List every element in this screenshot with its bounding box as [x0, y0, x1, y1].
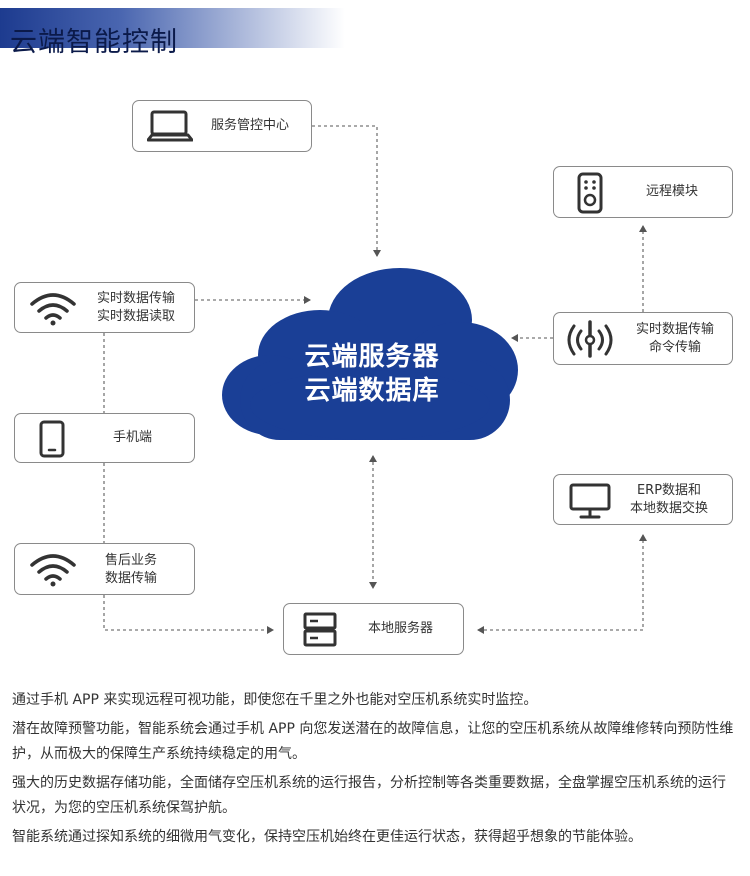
node-erp-exchange: ERP数据和 本地数据交换: [553, 474, 733, 525]
wifi-icon: [30, 554, 76, 587]
erp-label: ERP数据和 本地数据交换: [630, 482, 708, 518]
node-realtime-data: 实时数据传输 实时数据读取: [14, 282, 195, 333]
after-sales-line2: 数据传输: [105, 571, 158, 586]
node-signal-transfer: 实时数据传输 命令传输: [553, 312, 733, 365]
erp-line2: 本地数据交换: [630, 501, 709, 516]
realtime-data-line1: 实时数据传输: [97, 291, 176, 306]
node-remote-module: 远程模块: [553, 166, 733, 218]
node-local-server: 本地服务器: [283, 603, 464, 655]
remote-module-label: 远程模块: [646, 184, 699, 199]
cloud-shape: [222, 268, 518, 440]
paragraph-remote-monitoring: 通过手机 APP 来实现远程可视功能，即使您在千里之外也能对空压机系统实时监控。: [12, 692, 538, 708]
paragraph-history-storage: 强大的历史数据存储功能，全面储存空压机系统的运行报告，分析控制等各类重要数据，全…: [12, 775, 726, 816]
mobile-phone-icon: [39, 420, 65, 458]
after-sales-line1: 售后业务: [105, 553, 158, 568]
node-mobile: 手机端: [14, 413, 195, 463]
server-icon: [303, 612, 337, 647]
cloud-line-database: 云端数据库: [304, 376, 440, 406]
node-after-sales: 售后业务 数据传输: [14, 543, 195, 595]
realtime-data-line2: 实时数据读取: [97, 309, 176, 324]
erp-line1: ERP数据和: [636, 483, 702, 498]
description-section: 通过手机 APP 来实现远程可视功能，即使您在千里之外也能对空压机系统实时监控。…: [12, 688, 738, 854]
signal-broadcast-icon: [567, 320, 613, 358]
cloud-label: 云端服务器 云端数据库: [272, 340, 472, 408]
mobile-label: 手机端: [113, 430, 153, 445]
page-title: 云端智能控制: [10, 27, 178, 58]
signal-transfer-label: 实时数据传输 命令传输: [636, 321, 714, 357]
realtime-data-label: 实时数据传输 实时数据读取: [97, 290, 175, 326]
signal-line2: 命令传输: [649, 340, 702, 355]
after-sales-label: 售后业务 数据传输: [105, 552, 157, 588]
diagram-canvas: [103, 125, 647, 634]
cloud-line-server: 云端服务器: [304, 342, 440, 372]
laptop-icon: [147, 110, 193, 142]
connector-server-erp: [477, 534, 647, 634]
signal-line1: 实时数据传输: [636, 322, 715, 337]
paragraph-fault-warning: 潜在故障预警功能，智能系统会通过手机 APP 向您发送潜在的故障信息，让您的空压…: [12, 721, 734, 762]
service-center-label: 服务管控中心: [211, 118, 290, 133]
paragraph-energy-saving: 智能系统通过探知系统的细微用气变化，保持空压机始终在更佳运行状态，获得超乎想象的…: [12, 829, 642, 845]
header-banner: 云端智能控制: [0, 8, 345, 58]
node-service-center: 服务管控中心: [132, 100, 312, 152]
cloud-control-diagram: 云端服务器 云端数据库 服务管控中心 实时数据传输 实时数据读取 手机端: [14, 100, 733, 655]
connector-aftersales-server: [103, 595, 274, 634]
monitor-icon: [569, 483, 611, 519]
remote-control-icon: [577, 172, 603, 214]
connector-service-cloud: [312, 125, 381, 257]
local-server-label: 本地服务器: [368, 621, 434, 636]
wifi-icon: [30, 293, 76, 326]
